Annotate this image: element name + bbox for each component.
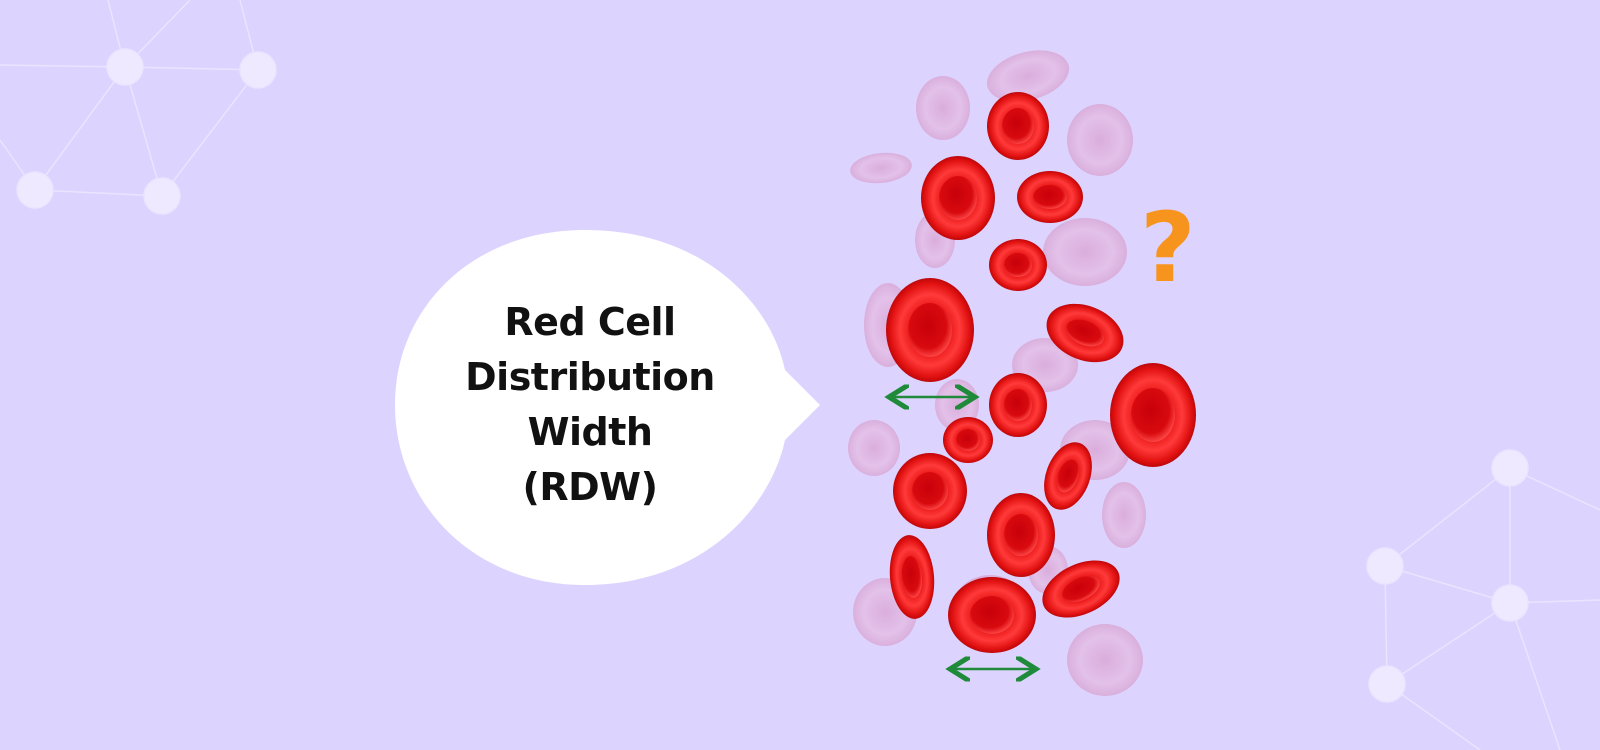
red-blood-cell-icon [1044,442,1092,510]
red-blood-cell-icon [1017,171,1083,223]
red-blood-cell-icon [989,239,1047,291]
red-blood-cell-icon [943,417,993,463]
red-blood-cell-icon [1042,560,1120,618]
red-blood-cells [886,92,1196,653]
title-line-3: Width [527,410,653,454]
network-graph-icon [1366,449,1600,750]
question-mark-icon: ? [1140,192,1196,304]
title-line-1: Red Cell [504,300,676,344]
red-blood-cell-icon [889,535,935,619]
network-graph-icon [0,0,277,215]
red-blood-cell-icon [1102,482,1146,548]
bubble-title: Red Cell Distribution Width (RDW) [440,295,740,515]
red-blood-cell-icon [1043,218,1127,286]
red-blood-cell-icon [916,76,970,140]
red-blood-cell-icon [886,278,974,382]
red-blood-cell-icon [850,152,912,184]
red-blood-cell-icon [989,373,1047,437]
red-blood-cell-icon [1067,104,1133,176]
red-blood-cell-icon [1067,624,1143,696]
red-blood-cell-icon [893,453,967,529]
title-line-2: Distribution [465,355,715,399]
red-blood-cell-icon [948,577,1036,653]
red-blood-cell-icon [1046,303,1124,363]
red-blood-cell-icon [986,50,1070,102]
speech-bubble [395,230,820,585]
title-line-4: (RDW) [522,465,658,509]
red-blood-cell-icon [921,156,995,240]
red-blood-cell-icon [987,493,1055,577]
red-blood-cell-icon [987,92,1049,160]
red-blood-cell-icon [1110,363,1196,467]
red-blood-cell-icon [848,420,900,476]
